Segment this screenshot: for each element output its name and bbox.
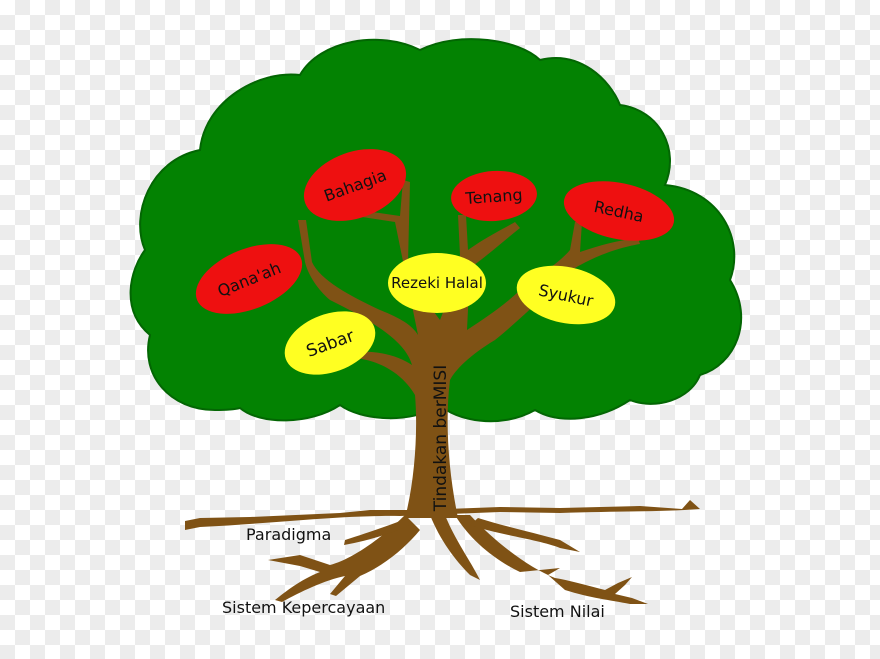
- bubble-sabar: [284, 311, 376, 375]
- value-syukur: Syukur: [516, 265, 616, 325]
- trunk-label: Tindakan berMISI: [431, 365, 451, 512]
- tree-trunk: [298, 180, 640, 518]
- bubble-qanaah: [195, 244, 303, 314]
- root-center: [430, 515, 480, 580]
- label-tenang: Tenang: [464, 185, 523, 208]
- bubble-syukur: [516, 265, 616, 325]
- value-rezeki-halal: Rezeki Halal: [388, 253, 486, 313]
- root-right-branch: [470, 518, 580, 552]
- red-values: Bahagia Tenang Redha Qana'ah: [195, 149, 675, 314]
- value-bahagia: Bahagia: [303, 149, 407, 221]
- label-rezeki-halal: Rezeki Halal: [391, 274, 483, 292]
- root-paradigma: [344, 518, 412, 545]
- yellow-values: Rezeki Halal Syukur Sabar: [284, 253, 616, 375]
- bubble-redha: [563, 181, 675, 241]
- value-qanaah: Qana'ah: [195, 244, 303, 314]
- value-redha: Redha: [563, 181, 675, 241]
- value-tenang: Tenang: [451, 170, 537, 222]
- label-paradigma: Paradigma: [246, 525, 331, 544]
- label-sistem-nilai: Sistem Nilai: [510, 602, 605, 621]
- root-left: [268, 515, 420, 602]
- bubble-bahagia: [303, 149, 407, 221]
- root-labels: Paradigma Sistem Kepercayaan Sistem Nila…: [222, 525, 605, 621]
- bubble-tenang: [451, 170, 537, 222]
- value-sabar: Sabar: [284, 311, 376, 375]
- label-sistem-kepercayaan: Sistem Kepercayaan: [222, 598, 385, 617]
- bubble-rezeki-halal: [388, 253, 486, 313]
- trunk-shape: [298, 180, 640, 518]
- tree-roots: [268, 515, 648, 604]
